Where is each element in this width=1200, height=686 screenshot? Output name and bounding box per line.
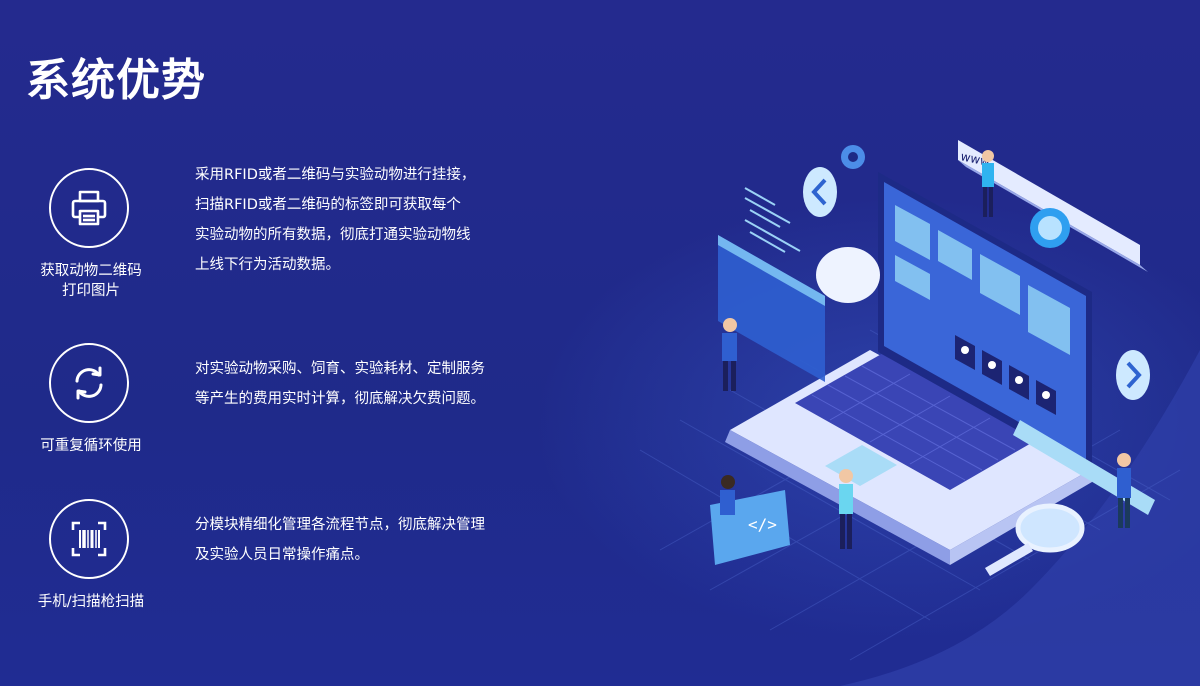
feature-label-line: 可重复循环使用 (40, 438, 142, 454)
pie-chart-decoration (816, 247, 880, 303)
printer-icon (71, 190, 107, 226)
feature-icon-circle (49, 499, 129, 579)
feature-description: 分模块精细化管理各流程节点，彻底解决管理 及实验人员日常操作痛点。 (195, 510, 515, 570)
description-line: 实验动物的所有数据，彻底打通实验动物线 (195, 227, 471, 243)
description-line: 上线下行为活动数据。 (195, 257, 340, 273)
description-line: 及实验人员日常操作痛点。 (195, 547, 369, 563)
chevron-left-icon (803, 167, 837, 217)
person-left (722, 318, 737, 391)
laptop-keyboard (795, 352, 1040, 490)
person-top (982, 150, 994, 217)
magnifier-icon (985, 503, 1085, 576)
feature-label: 手机/扫描枪扫描 (18, 592, 164, 612)
floating-card-top (958, 140, 1140, 265)
profile-avatars (961, 346, 1050, 399)
keyboard-keys (811, 365, 1016, 481)
feature-icon-circle (49, 343, 129, 423)
description-line: 对实验动物采购、饲育、实验耗材、定制服务 (195, 361, 485, 377)
feature-label-line: 打印图片 (62, 283, 120, 299)
person-right (1117, 453, 1131, 528)
barcode-scan-icon (71, 521, 107, 557)
laptop-illustration: www </> (639, 140, 1200, 686)
svg-text:</>: </> (748, 515, 777, 534)
chevron-right-icon (1116, 350, 1150, 400)
feature-description: 采用RFID或者二维码与实验动物进行挂接， 扫描RFID或者二维码的标签即可获取… (195, 160, 515, 280)
feature-label-line: 获取动物二维码 (40, 263, 142, 279)
description-line: 分模块精细化管理各流程节点，彻底解决管理 (195, 517, 485, 533)
feature-icon-circle (49, 168, 129, 248)
feature-label: 获取动物二维码 打印图片 (18, 261, 164, 301)
person-sitting (720, 475, 735, 515)
feature-label-line: 手机/扫描枪扫描 (37, 594, 145, 610)
decorative-wave (840, 350, 1200, 686)
feature-label: 可重复循环使用 (18, 436, 164, 456)
screen-cards (895, 205, 1070, 355)
description-line: 扫描RFID或者二维码的标签即可获取每个 (195, 197, 461, 213)
laptop-base-edge (725, 430, 950, 565)
gear-icon (841, 145, 865, 169)
page-title: 系统优势 (26, 55, 206, 106)
person-bottom (839, 469, 853, 549)
refresh-icon (75, 366, 103, 400)
description-line: 采用RFID或者二维码与实验动物进行挂接， (195, 167, 476, 183)
feature-description: 对实验动物采购、饲育、实验耗材、定制服务 等产生的费用实时计算，彻底解决欠费问题… (195, 354, 515, 414)
description-line: 等产生的费用实时计算，彻底解决欠费问题。 (195, 391, 485, 407)
code-lines (744, 187, 801, 253)
laptop-screen (884, 182, 1086, 460)
floating-window-left-bar (718, 235, 825, 306)
floating-window-left (718, 235, 825, 382)
